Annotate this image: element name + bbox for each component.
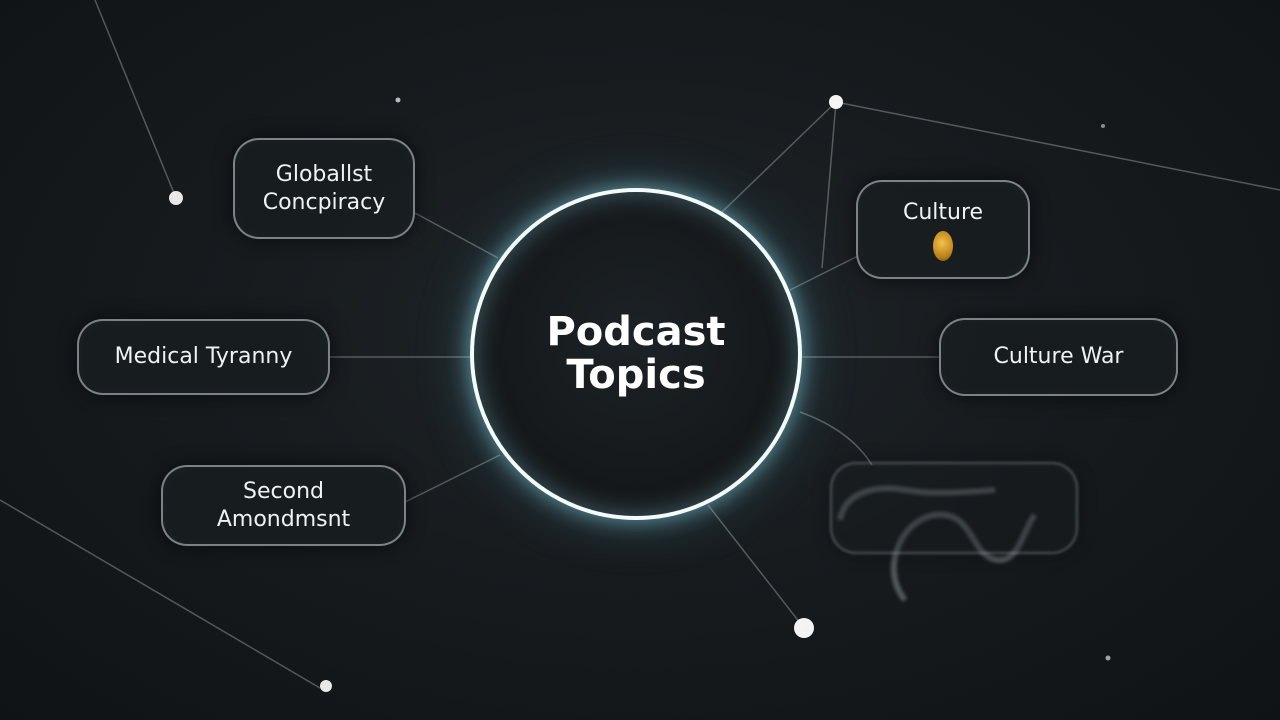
network-dot	[320, 680, 332, 692]
node-culture-war[interactable]: Culture War	[939, 318, 1178, 396]
network-line	[835, 101, 1280, 191]
node-globalist-conspiracy[interactable]: Globallst Concpiracy	[233, 138, 415, 239]
spoke-culture	[789, 255, 859, 291]
node-label-line2: Amondmsnt	[216, 506, 351, 532]
network-line	[94, 0, 177, 199]
node-label: Culture War	[993, 344, 1124, 369]
hub-podcast-topics[interactable]: Podcast Topics	[470, 188, 802, 520]
network-line	[821, 101, 837, 269]
spoke-bottom	[707, 504, 805, 629]
network-dot	[1101, 124, 1105, 128]
spoke-top-right	[721, 101, 837, 213]
spoke-second	[404, 454, 501, 503]
node-medical-tyranny[interactable]: Medical Tyranny	[77, 319, 330, 395]
hub-title-line1: Podcast	[546, 309, 726, 355]
blurred-squiggle	[890, 511, 1038, 602]
node-label-line1: Second	[243, 478, 324, 504]
blurred-squiggle	[837, 485, 996, 521]
spoke-blurred	[799, 411, 873, 466]
node-culture[interactable]: Culture	[856, 180, 1030, 279]
node-second-amendment[interactable]: Second Amondmsnt	[161, 465, 406, 546]
network-dot	[829, 95, 843, 109]
node-label: Culture	[902, 199, 984, 225]
node-label-line1: Globallst	[275, 161, 373, 187]
network-dot	[395, 97, 401, 103]
gold-emblem-icon	[933, 230, 953, 261]
network-dot	[794, 618, 814, 638]
network-dot	[1105, 655, 1111, 661]
hub-title-line2: Topics	[566, 352, 706, 398]
network-dot	[169, 191, 183, 205]
spoke-globalist	[414, 212, 499, 259]
node-label: Medical Tyranny	[114, 344, 293, 369]
node-blurred[interactable]	[830, 462, 1078, 554]
network-line	[0, 499, 321, 689]
node-label-line2: Concpiracy	[262, 189, 386, 215]
